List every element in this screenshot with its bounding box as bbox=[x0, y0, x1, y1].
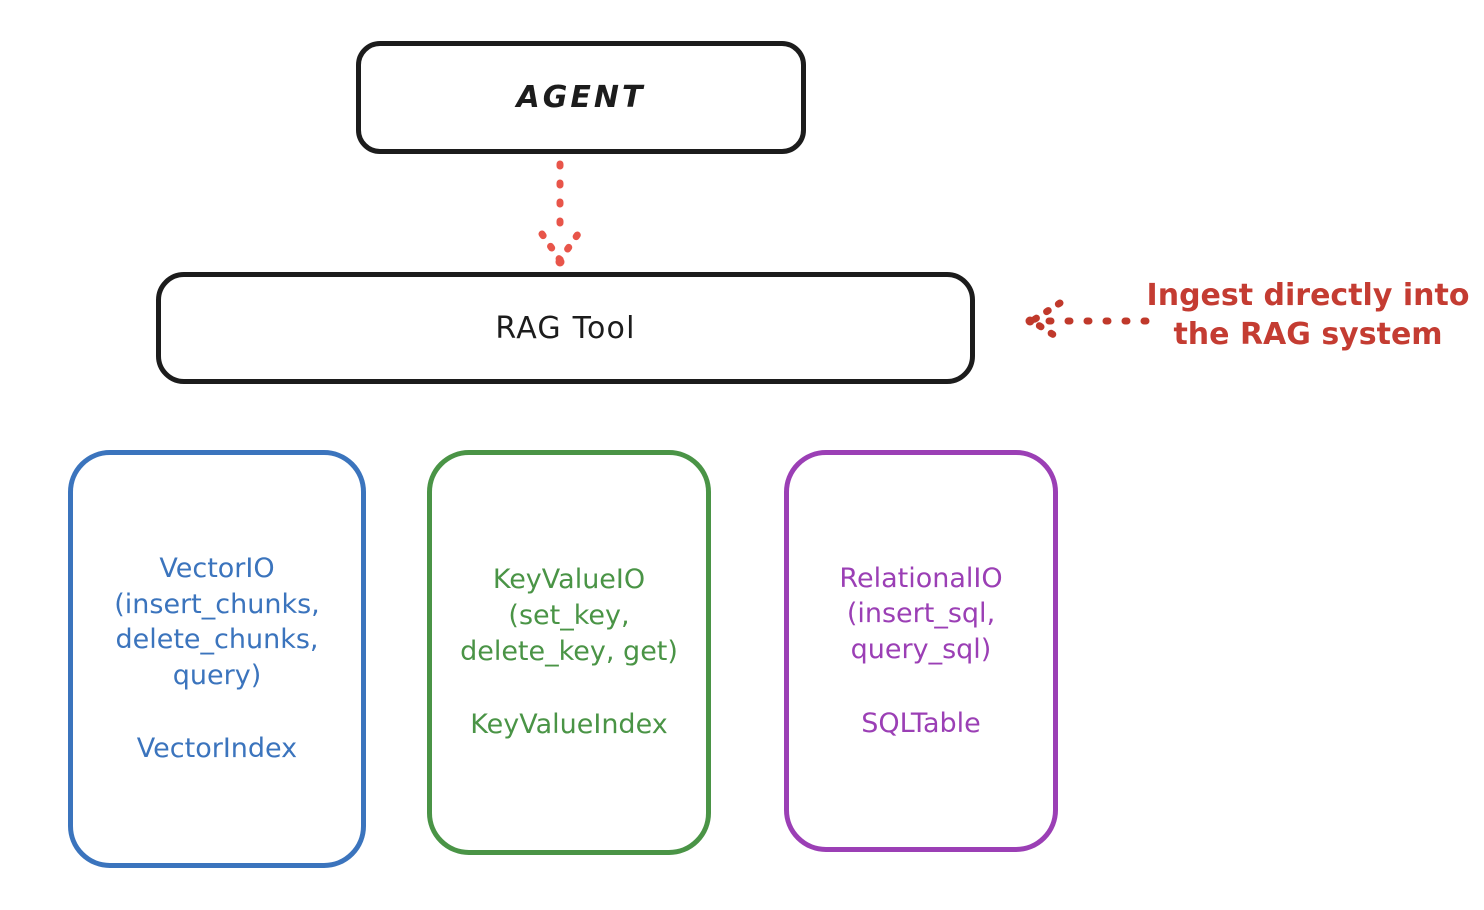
agent-node[interactable]: AGENT bbox=[356, 41, 806, 154]
agent-node-label: AGENT bbox=[516, 80, 646, 115]
rag-tool-node-label: RAG Tool bbox=[495, 310, 636, 346]
relational-io-content: RelationalIO (insert_sql, query_sql) SQL… bbox=[839, 561, 1002, 742]
dotted-arrow-left-icon bbox=[1025, 299, 1150, 343]
vector-io-api-label: VectorIO (insert_chunks, delete_chunks, … bbox=[114, 552, 320, 691]
key-value-io-api-label: KeyValueIO (set_key, delete_key, get) bbox=[460, 564, 678, 667]
relational-io-api-label: RelationalIO (insert_sql, query_sql) bbox=[839, 562, 1003, 665]
key-value-io-node[interactable]: KeyValueIO (set_key, delete_key, get) Ke… bbox=[427, 450, 711, 855]
key-value-io-index-label: KeyValueIndex bbox=[470, 709, 668, 741]
ingest-annotation-text: Ingest directly into the RAG system bbox=[1146, 278, 1470, 352]
rag-tool-node[interactable]: RAG Tool bbox=[156, 272, 975, 384]
vector-io-node[interactable]: VectorIO (insert_chunks, delete_chunks, … bbox=[68, 450, 366, 868]
vector-io-index-label: VectorIndex bbox=[136, 733, 298, 765]
relational-io-index-label: SQLTable bbox=[861, 707, 981, 739]
relational-io-node[interactable]: RelationalIO (insert_sql, query_sql) SQL… bbox=[784, 450, 1058, 852]
key-value-io-content: KeyValueIO (set_key, delete_key, get) Ke… bbox=[460, 562, 678, 743]
dotted-arrow-down-icon bbox=[538, 160, 582, 267]
vector-io-content: VectorIO (insert_chunks, delete_chunks, … bbox=[114, 551, 319, 767]
